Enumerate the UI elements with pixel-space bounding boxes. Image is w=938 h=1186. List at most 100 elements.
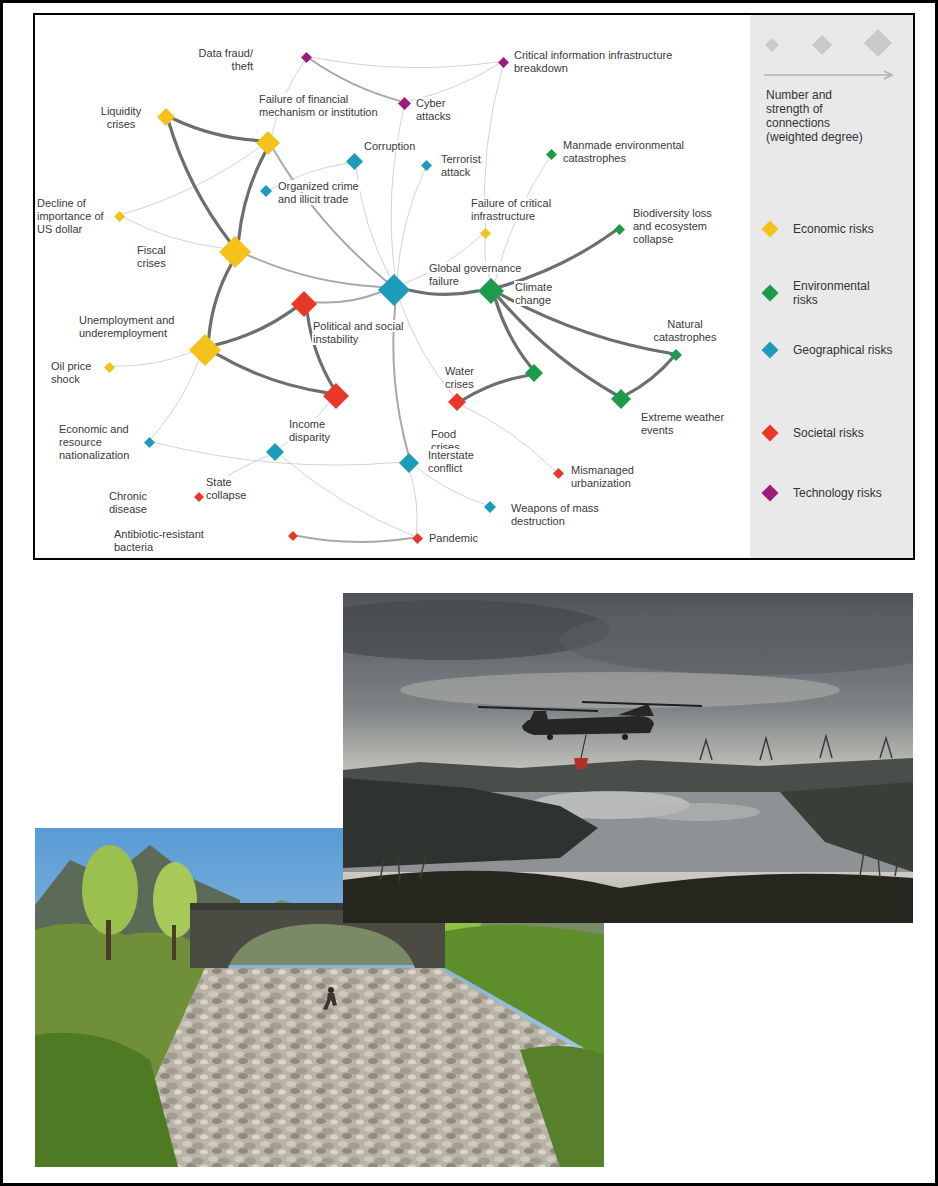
risk-diamond-shape <box>301 52 312 63</box>
risk-label: Weapons of mass destruction <box>510 502 600 527</box>
legend-text: Economic risks <box>793 222 874 236</box>
size-legend-symbols-part <box>812 35 832 55</box>
risk-diamond-shape <box>378 274 410 306</box>
risk-node: Water crises <box>525 364 543 382</box>
risk-diamond <box>266 443 284 461</box>
risk-diamond <box>670 349 682 361</box>
risk-node: Weapons of mass destruction <box>484 501 496 513</box>
risk-label: Organized crime and illicit trade <box>277 180 360 205</box>
risk-label: Critical information infrastructure brea… <box>513 49 673 74</box>
legend-item: Environmental risks <box>793 279 893 307</box>
risk-label-box: Income disparity <box>288 418 340 444</box>
risk-diamond <box>378 274 410 306</box>
risk-connection <box>173 119 258 141</box>
risk-diamond <box>256 131 280 155</box>
risk-label-box: Terrorist attack <box>440 153 495 179</box>
risk-connection <box>356 168 390 278</box>
risk-label: Water crises <box>444 365 475 390</box>
risk-diamond-shape <box>614 224 625 235</box>
risk-label-box: Corruption <box>363 140 433 153</box>
risk-connection <box>496 300 531 368</box>
risk-node: Manmade environmental catastrophes <box>546 149 557 160</box>
risk-label-box: Manmade environmental catastrophes <box>562 139 712 165</box>
risk-label-box: Natural catastrophes <box>645 318 725 344</box>
helicopter-reservoir-photo-part <box>780 782 913 872</box>
risk-label: Manmade environmental catastrophes <box>562 139 685 164</box>
risk-label: Antibiotic-resistant bacteria <box>113 528 205 553</box>
risk-node: Natural catastrophes <box>670 349 682 361</box>
risk-diamond-shape <box>323 383 349 409</box>
risk-node: Political and social instability <box>291 291 317 317</box>
risk-label-box: Failure of critical infrastructure <box>470 197 570 223</box>
risk-diamond <box>157 108 175 126</box>
risk-connection <box>397 169 425 277</box>
risk-diamond-shape <box>553 468 564 479</box>
risk-label: Interstate conflict <box>427 449 475 474</box>
risk-label-box: Oil price shock <box>50 360 100 386</box>
risk-diamond-shape <box>288 531 298 541</box>
risk-label-box: Political and social instability <box>312 320 412 346</box>
size-legend-symbols-part <box>764 74 890 76</box>
risk-diamond <box>421 160 432 171</box>
risk-label-box: Decline of importance of US dollar <box>36 197 114 236</box>
helicopter-reservoir-photo-part <box>560 605 913 675</box>
helicopter-reservoir-photo-part-part <box>622 734 628 740</box>
legend-item: Economic risks <box>793 222 893 236</box>
risk-node: Extreme weather events <box>611 389 631 409</box>
risk-label: Pandemic <box>428 532 479 544</box>
risk-label-box: Chronic disease <box>108 490 163 516</box>
risk-node: Biodiversity loss and ecosystem collapse <box>614 224 625 235</box>
helicopter-reservoir-photo <box>343 593 913 923</box>
legend-item: Number and strength of connections (weig… <box>766 88 878 144</box>
risk-label-box: Unemployment and underemployment <box>78 314 196 340</box>
risk-connection <box>410 472 417 533</box>
risk-diamond-shape <box>421 160 432 171</box>
risk-node: Organized crime and illicit trade <box>260 185 272 197</box>
size-legend-symbols-part <box>765 38 779 52</box>
risk-connection <box>315 292 380 302</box>
risk-diamond <box>498 57 509 68</box>
risk-diamond <box>301 52 312 63</box>
risk-label: Decline of importance of US dollar <box>36 197 105 235</box>
risk-diamond-shape <box>346 153 363 170</box>
risk-label-box: Organized crime and illicit trade <box>277 180 372 206</box>
risk-label: Biodiversity loss and ecosystem collapse <box>632 207 713 245</box>
risk-node: Interstate conflict <box>399 453 419 473</box>
helicopter-reservoir-photo-part-part <box>478 707 598 711</box>
risk-diamond-shape <box>478 278 504 304</box>
risk-node: Mismanaged urbanization <box>553 468 564 479</box>
risk-connection <box>151 360 199 439</box>
risk-connection <box>281 455 414 536</box>
risk-label: Data fraud/ theft <box>198 47 254 72</box>
legend-item: Societal risks <box>793 426 893 440</box>
risk-node: Climate change <box>478 278 504 304</box>
risk-node: Failure of financial mechanism or instit… <box>256 131 280 155</box>
risk-diamond <box>525 364 543 382</box>
risk-label-box: Economic and resource nationalization <box>58 423 138 462</box>
risk-diamond-shape <box>114 211 125 222</box>
helicopter-reservoir-photo-part-part <box>530 711 548 720</box>
helicopter-reservoir-photo-part-part <box>547 734 553 740</box>
risk-label-box: Global governance failure <box>428 262 528 288</box>
helicopter-reservoir-photo-part <box>478 702 702 769</box>
risk-label: Chronic disease <box>108 490 148 515</box>
risk-label: Natural catastrophes <box>653 318 718 343</box>
helicopter-reservoir-photo-part-part <box>574 758 588 769</box>
helicopter-reservoir-photo-part-part <box>582 702 702 706</box>
risk-node: Pandemic <box>412 533 423 544</box>
dry-riverbed-photo-part <box>520 1046 604 1167</box>
legend-text: Number and strength of connections (weig… <box>766 88 863 144</box>
risk-diamond <box>480 228 491 239</box>
dry-riverbed-photo-part <box>172 925 176 960</box>
helicopter-reservoir-photo-part <box>400 672 840 708</box>
dry-riverbed-photo-part <box>35 1033 178 1167</box>
risk-label-box: Pandemic <box>428 532 488 545</box>
risk-connection <box>498 297 615 395</box>
risk-diamond-shape <box>484 501 496 513</box>
helicopter-reservoir-photo-part <box>343 871 913 923</box>
risk-node: Cyber attacks <box>398 97 411 110</box>
risk-label: Political and social instability <box>312 320 405 345</box>
risk-connection <box>298 536 412 542</box>
risk-label: Fiscal crises <box>136 244 167 269</box>
risk-label-box: Data fraud/ theft <box>186 47 254 73</box>
